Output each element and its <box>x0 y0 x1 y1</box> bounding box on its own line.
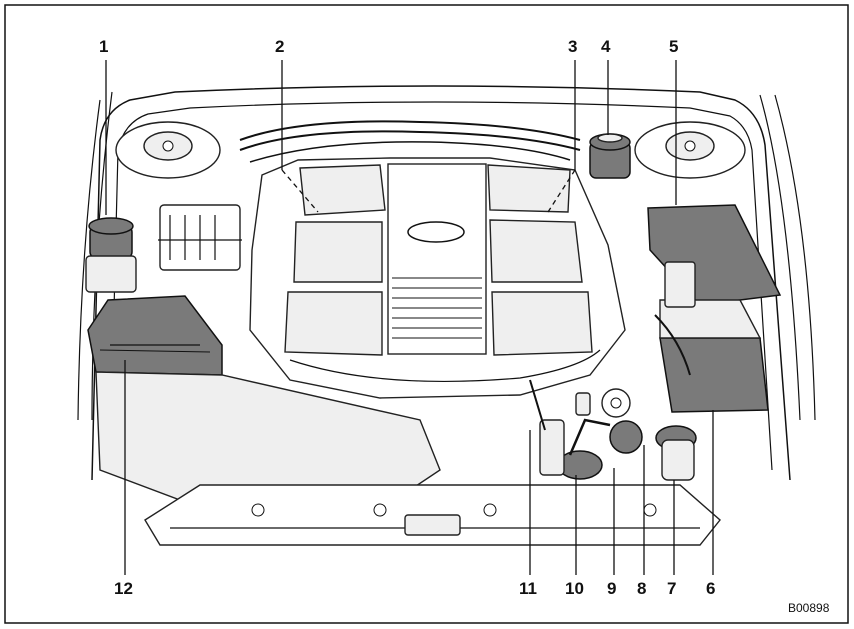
radiator-cap <box>609 420 643 454</box>
brand-emblem <box>407 221 465 243</box>
fender-outline <box>77 85 816 481</box>
strut-tower-left <box>115 121 221 179</box>
leader-lines <box>105 60 714 575</box>
figure-frame <box>4 4 849 624</box>
callout-11: 11 <box>519 579 537 598</box>
strut-tower-right <box>634 121 746 179</box>
battery <box>654 261 769 413</box>
coolant-reservoir <box>655 425 697 481</box>
callout-6: 6 <box>706 579 715 598</box>
radiator-support <box>144 484 721 546</box>
cover-ribs <box>392 277 482 339</box>
callout-4: 4 <box>601 37 611 56</box>
figure-code: B00898 <box>788 601 830 615</box>
abs-unit <box>158 204 242 271</box>
oil-filler-cap <box>601 388 631 418</box>
engine-cover <box>249 157 626 399</box>
oil-dipstick <box>529 379 565 476</box>
brake-fluid-reservoir <box>85 217 137 293</box>
leader-2-dash <box>281 169 319 213</box>
callout-8: 8 <box>637 579 646 598</box>
callout-7: 7 <box>667 579 676 598</box>
callout-2: 2 <box>275 37 284 56</box>
callout-12: 12 <box>114 579 133 598</box>
callout-9: 9 <box>607 579 616 598</box>
callout-5: 5 <box>669 37 678 56</box>
power-steering-reservoir <box>589 133 631 179</box>
air-cleaner <box>87 295 441 501</box>
callout-1: 1 <box>99 37 108 56</box>
firewall-pipes <box>239 120 581 163</box>
callout-3: 3 <box>568 37 577 56</box>
callout-10: 10 <box>565 579 584 598</box>
